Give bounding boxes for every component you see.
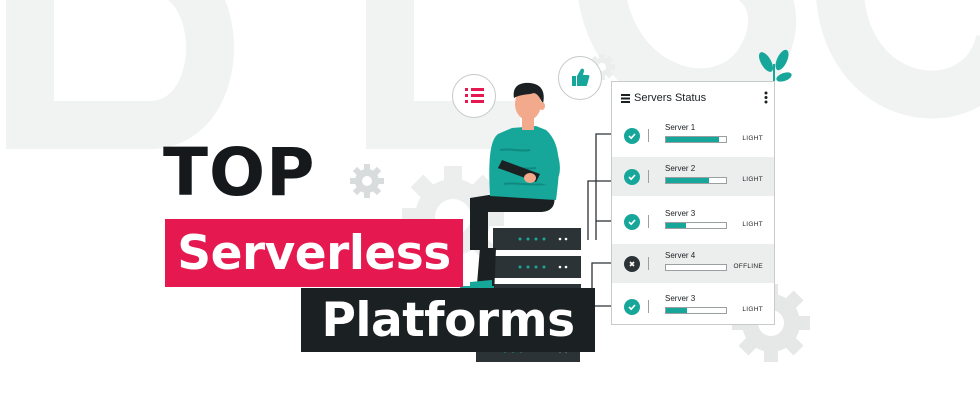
headline-platforms: Platforms	[321, 292, 575, 348]
server-status-label: LIGHT	[742, 221, 763, 228]
more-vertical-icon[interactable]	[764, 91, 768, 104]
server-name: Server 3	[665, 209, 696, 218]
close-icon	[624, 256, 640, 272]
panel-title: Servers Status	[634, 92, 707, 104]
row-divider	[648, 215, 649, 228]
row-divider	[648, 300, 649, 313]
headline-top: TOP	[163, 134, 316, 211]
server-status-label: LIGHT	[742, 135, 763, 142]
load-bar	[665, 177, 727, 184]
panel-header: Servers Status	[612, 82, 774, 116]
server-name: Server 2	[665, 164, 696, 173]
load-bar-fill	[666, 137, 719, 142]
plant-icon	[759, 49, 792, 90]
check-icon	[624, 214, 640, 230]
row-divider	[648, 257, 649, 270]
row-divider	[648, 170, 649, 183]
server-row[interactable]: Server 1 LIGHT	[612, 116, 774, 155]
thumbs-up-icon	[572, 68, 590, 86]
server-row[interactable]: Server 3 LIGHT	[612, 202, 774, 241]
check-icon	[624, 169, 640, 185]
server-status-label: LIGHT	[742, 176, 763, 183]
checklist-bubble	[452, 74, 496, 118]
list-icon	[621, 94, 630, 103]
load-bar-fill	[666, 223, 686, 228]
checklist-icon	[465, 88, 484, 103]
check-icon	[624, 128, 640, 144]
server-row[interactable]: Server 3 LIGHT	[612, 287, 774, 326]
row-divider	[648, 129, 649, 142]
server-name: Server 1	[665, 123, 696, 132]
load-bar	[665, 222, 727, 229]
server-status-label: OFFLINE	[733, 263, 763, 270]
thumbs-up-bubble	[558, 56, 602, 100]
server-name: Server 4	[665, 251, 696, 260]
load-bar	[665, 307, 727, 314]
load-bar-fill	[666, 308, 687, 313]
server-status-label: LIGHT	[742, 306, 763, 313]
servers-status-panel: Servers Status Server 1 LIGHT Server 2 LIGH…	[611, 81, 775, 325]
server-name: Server 3	[665, 294, 696, 303]
gear-icon	[350, 164, 384, 198]
load-bar	[665, 136, 727, 143]
load-bar-fill	[666, 178, 710, 183]
check-icon	[624, 299, 640, 315]
headline-serverless-band: Serverless	[165, 219, 463, 287]
server-row[interactable]: Server 4 OFFLINE	[612, 244, 774, 283]
headline-serverless: Serverless	[177, 225, 451, 281]
load-bar	[665, 264, 727, 271]
headline-platforms-band: Platforms	[301, 288, 595, 352]
server-row[interactable]: Server 2 LIGHT	[612, 157, 774, 196]
